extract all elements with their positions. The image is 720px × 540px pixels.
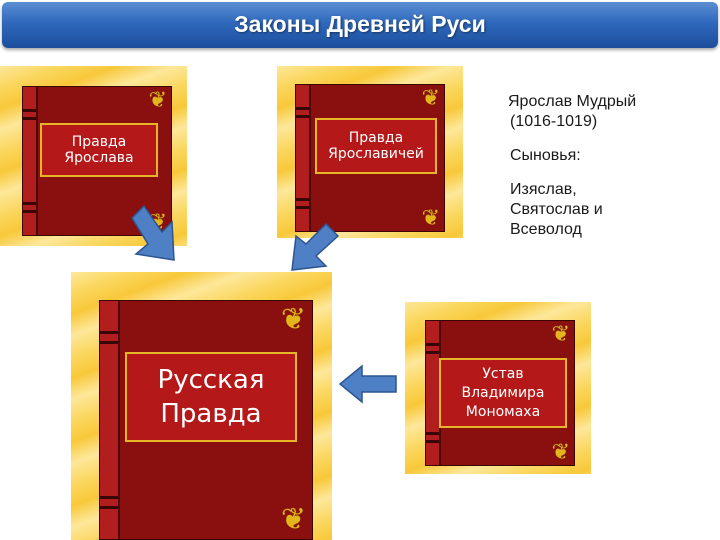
book-label-pravda-yaroslava: Правда Ярослава <box>40 123 158 177</box>
book-label-pravda-yaroslavichey: Правда Ярославичей <box>315 118 437 174</box>
ornament-corner-icon: ❦ <box>551 439 570 464</box>
book-spine <box>296 85 311 231</box>
book-label-russkaya-pravda: Русская Правда <box>125 352 297 442</box>
note-yaroslav-years: (1016-1019) <box>510 113 598 130</box>
title-bar: Законы Древней Руси <box>2 2 718 48</box>
book-panel-ustav-monomakha: ❦ ❦ Устав Владимира Мономаха <box>405 302 591 474</box>
note-sons-names: Изяслав, Святослав и Всеволод <box>510 181 603 238</box>
book-panel-pravda-yaroslavichey: ❦ ❦ Правда Ярославичей <box>277 66 463 238</box>
note-yaroslav-name: Ярослав Мудрый <box>508 93 637 110</box>
arrow-down-left-icon <box>291 222 340 271</box>
book-panel-russkaya-pravda: ❦ ❦ Русская Правда <box>71 272 332 540</box>
page-title: Законы Древней Руси <box>234 11 486 37</box>
note-sons-heading: Сыновья: <box>510 147 581 164</box>
ornament-corner-icon: ❦ <box>280 503 306 536</box>
book-spine <box>100 301 120 539</box>
book-label-ustav-monomakha: Устав Владимира Мономаха <box>439 358 567 428</box>
arrow-left-icon <box>338 364 397 404</box>
ornament-corner-icon: ❦ <box>421 205 440 230</box>
ornament-corner-icon: ❦ <box>148 87 167 112</box>
arrow-down-right-icon <box>131 204 175 261</box>
book-spine <box>23 87 38 235</box>
ornament-corner-icon: ❦ <box>280 303 306 336</box>
ornament-corner-icon: ❦ <box>551 321 570 346</box>
ornament-corner-icon: ❦ <box>421 85 440 110</box>
book-panel-pravda-yaroslava: ❦ ❦ Правда Ярослава <box>0 66 187 246</box>
